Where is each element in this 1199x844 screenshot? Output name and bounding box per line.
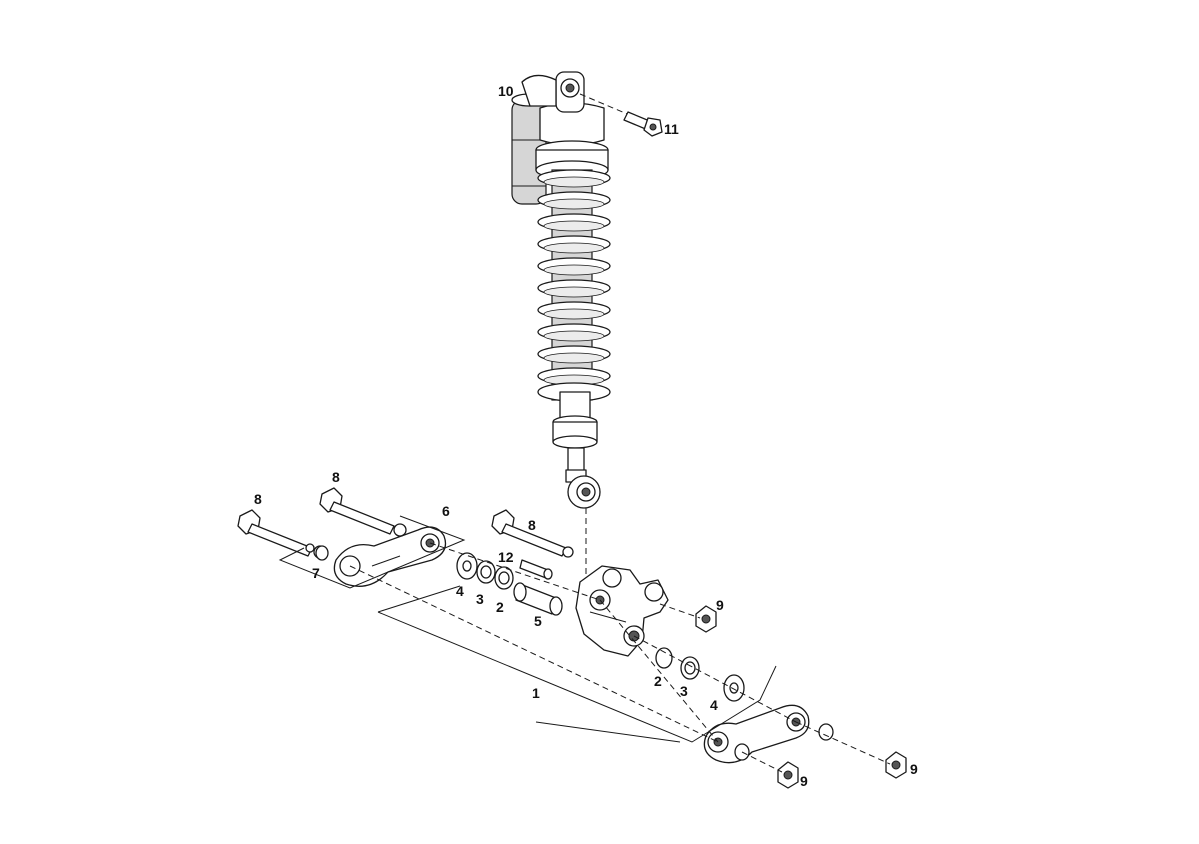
nut-lower-center[interactable] <box>777 761 799 789</box>
callout-2-left: 2 <box>496 599 504 615</box>
coil-spring <box>537 169 611 386</box>
washer-left[interactable] <box>456 552 478 580</box>
callout-8-center: 8 <box>528 517 536 533</box>
spring-coil-inner <box>543 242 605 254</box>
callout-4-left: 4 <box>456 583 464 599</box>
shock-absorber[interactable] <box>511 71 611 509</box>
bolt-upper-left[interactable] <box>319 487 407 537</box>
spring-coil-inner <box>543 352 605 364</box>
callout-labels: 1 4 3 2 5 6 7 8 8 8 9 9 9 10 11 12 2 3 4 <box>254 83 918 789</box>
callout-1: 1 <box>532 685 540 701</box>
callout-2-right: 2 <box>654 673 662 689</box>
spring-coil-inner <box>543 330 605 342</box>
bolt-lower-left[interactable] <box>237 509 327 559</box>
callout-11: 11 <box>664 121 679 137</box>
spring-coil-inner <box>543 264 605 276</box>
callout-5: 5 <box>534 613 542 629</box>
callout-9-lower-center: 9 <box>800 773 808 789</box>
callout-9-upper: 9 <box>716 597 724 613</box>
callout-3-left: 3 <box>476 591 484 607</box>
bearing-right[interactable] <box>655 647 673 669</box>
spring-coil-inner <box>543 308 605 320</box>
spring-coil-inner <box>543 198 605 210</box>
seal-right[interactable] <box>680 656 700 680</box>
sleeve[interactable] <box>513 582 563 616</box>
callout-10: 10 <box>498 83 514 99</box>
callout-8-top: 8 <box>332 469 340 485</box>
group-outlines <box>278 515 777 743</box>
callout-12: 12 <box>498 549 514 565</box>
bearing-left[interactable] <box>494 566 514 590</box>
nut-upper[interactable] <box>695 605 717 633</box>
bushing-small-left[interactable] <box>315 545 329 561</box>
rocker-bracket[interactable] <box>575 565 669 657</box>
assembly-lines <box>349 542 891 773</box>
seal-left[interactable] <box>476 560 496 584</box>
link-arm-right[interactable] <box>703 704 810 764</box>
bolt-center[interactable] <box>491 509 574 558</box>
nut-lower-right[interactable] <box>885 751 907 779</box>
callout-3-right: 3 <box>680 683 688 699</box>
callout-8-left: 8 <box>254 491 262 507</box>
callout-4-right: 4 <box>710 697 718 713</box>
callout-6: 6 <box>442 503 450 519</box>
sleeve-small[interactable] <box>519 559 553 580</box>
spring-coil-inner <box>543 286 605 298</box>
callout-9-lower-right: 9 <box>910 761 918 777</box>
washer-right[interactable] <box>723 674 745 702</box>
shock-upper-bolt[interactable] <box>579 93 663 137</box>
spring-coil-inner <box>543 176 605 188</box>
link-arm-left[interactable] <box>333 526 447 587</box>
callout-7: 7 <box>312 565 320 581</box>
spring-coil-inner <box>543 220 605 232</box>
